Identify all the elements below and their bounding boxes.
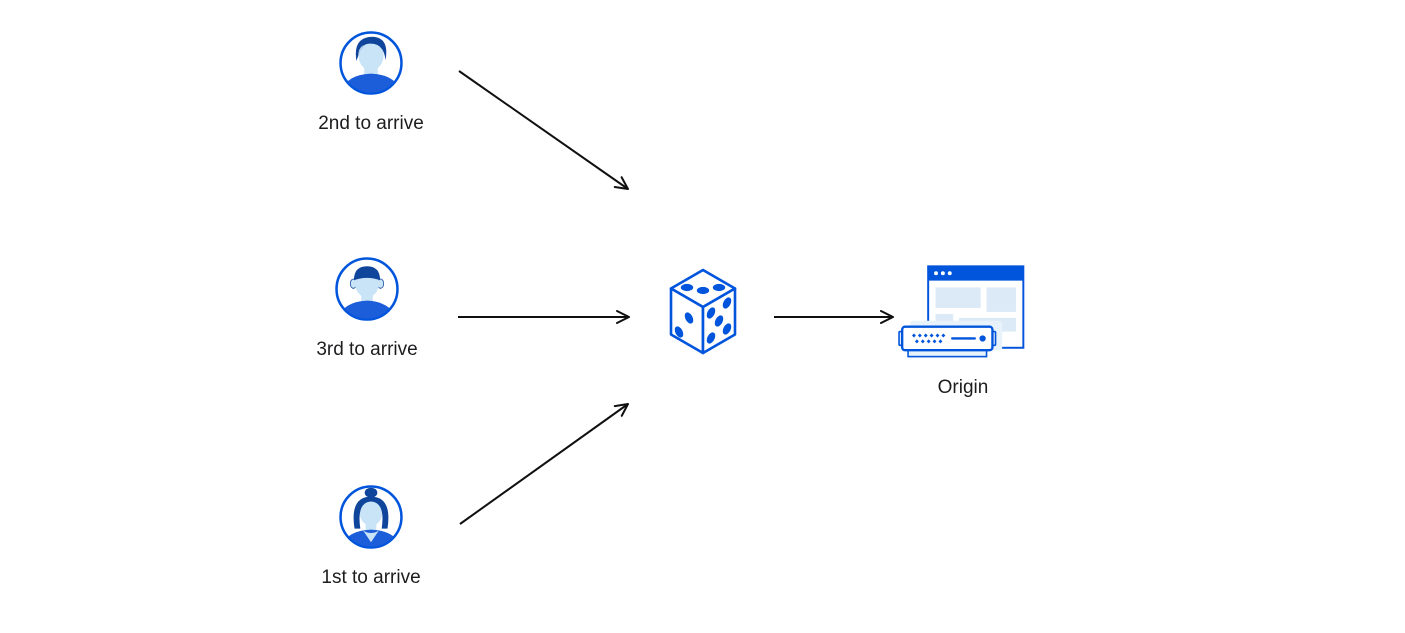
node-dice [668, 268, 738, 356]
node-origin: Origin [898, 258, 1028, 399]
dice-icon [668, 268, 738, 356]
female-user-avatar-icon [338, 484, 404, 550]
visitor-bottom-to-dice-arrow [459, 403, 629, 525]
origin-label: Origin [937, 377, 989, 398]
node-visitor-middle: 3rd to arrive [316, 256, 418, 361]
visitor-top-to-dice-arrow [458, 70, 629, 190]
visitor-middle-label: 3rd to arrive [316, 339, 418, 360]
node-visitor-bottom: 1st to arrive [321, 484, 421, 589]
male-user-avatar-icon [338, 30, 404, 96]
visitor-bottom-label: 1st to arrive [321, 567, 421, 588]
node-visitor-top: 2nd to arrive [318, 30, 424, 135]
male-user-avatar-icon [334, 256, 400, 322]
visitor-top-label: 2nd to arrive [318, 113, 424, 134]
origin-server-icon [898, 258, 1028, 362]
